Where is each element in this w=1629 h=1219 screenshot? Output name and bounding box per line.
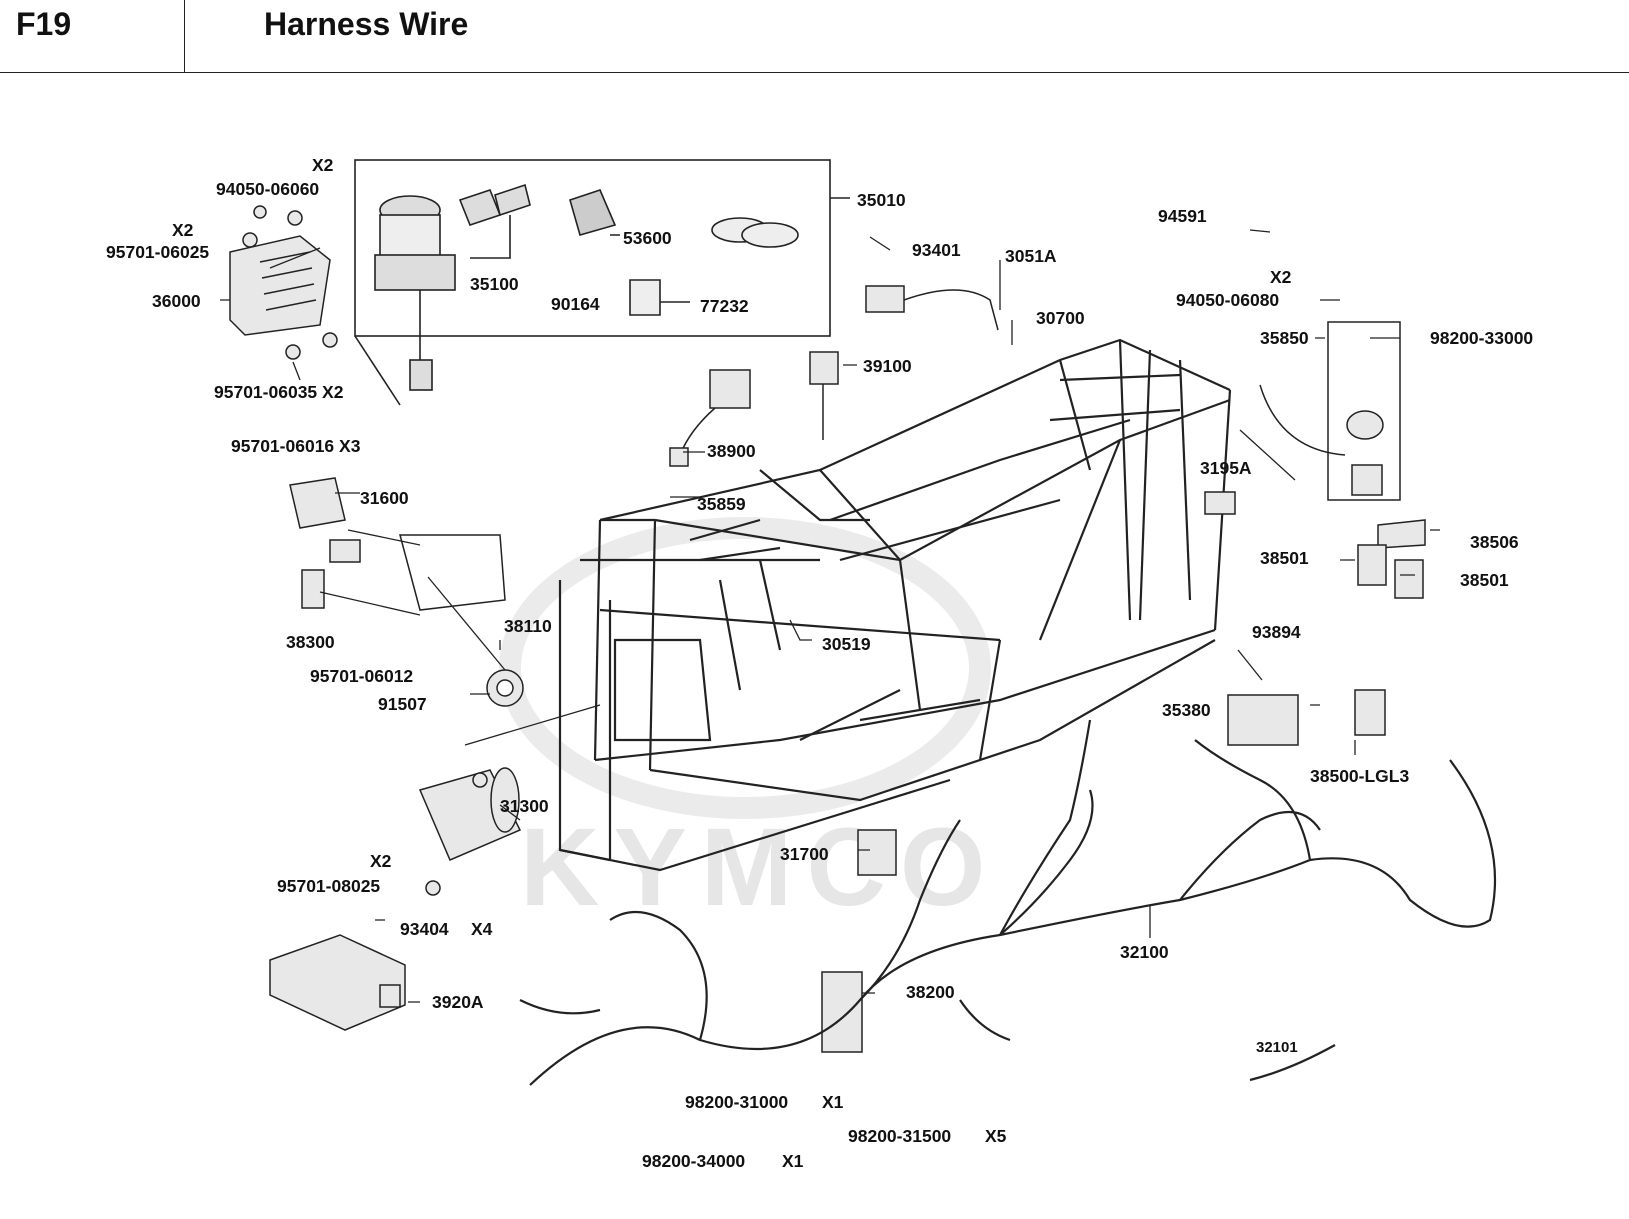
label-77232: 77232	[700, 296, 749, 316]
label-90164: 90164	[551, 294, 600, 314]
label-95701-06035: 95701-06035 X2	[214, 382, 344, 402]
label-98200-33000: 98200-33000	[1430, 328, 1533, 348]
kymco-watermark: KYMCO	[499, 517, 999, 929]
label-x1: X1	[822, 1092, 844, 1112]
label-32101: 32101	[1256, 1039, 1298, 1056]
wire-harness	[519, 719, 1497, 1086]
label-3195A: 3195A	[1200, 458, 1252, 478]
label-93894: 93894	[1252, 622, 1301, 642]
page-header: F19 Harness Wire	[0, 0, 1629, 73]
label-38200: 38200	[906, 982, 955, 1002]
label-94050-06060: 94050-06060	[216, 179, 319, 199]
label-x2: X2	[1270, 267, 1292, 287]
label-30700: 30700	[1036, 308, 1085, 328]
label-94050-06080: 94050-06080	[1176, 290, 1279, 310]
label-x2: X2	[172, 220, 194, 240]
label-38506: 38506	[1470, 532, 1519, 552]
label-93404: 93404	[400, 919, 449, 939]
label-32100: 32100	[1120, 942, 1169, 962]
label-35010: 35010	[857, 190, 906, 210]
label-91507: 91507	[378, 694, 427, 714]
label-35380: 35380	[1162, 700, 1211, 720]
label-x5: X5	[985, 1126, 1007, 1146]
label-31300: 31300	[500, 796, 549, 816]
label-38500-LGL3: 38500-LGL3	[1310, 766, 1409, 786]
label-x2: X2	[370, 851, 392, 871]
label-3051A: 3051A	[1005, 246, 1057, 266]
label-31600: 31600	[360, 488, 409, 508]
label-x4: X4	[471, 919, 493, 939]
label-39100: 39100	[863, 356, 912, 376]
leader-lines	[220, 229, 1440, 1003]
label-x2: X2	[312, 155, 334, 175]
label-31700: 31700	[780, 844, 829, 864]
label-94591: 94591	[1158, 206, 1207, 226]
label-x1: X1	[782, 1151, 804, 1171]
watermark-text: KYMCO	[520, 806, 999, 929]
label-36000: 36000	[152, 291, 201, 311]
label-38900: 38900	[707, 441, 756, 461]
label-38300: 38300	[286, 632, 335, 652]
header-divider	[184, 0, 185, 72]
atv-frame	[558, 338, 1232, 872]
label-35100: 35100	[470, 274, 519, 294]
label-95701-06025: 95701-06025	[106, 242, 209, 262]
label-98200-31000: 98200-31000	[685, 1092, 788, 1112]
label-3920A: 3920A	[432, 992, 484, 1012]
label-98200-31500: 98200-31500	[848, 1126, 951, 1146]
label-38110: 38110	[504, 616, 552, 636]
label-98200-34000: 98200-34000	[642, 1151, 745, 1171]
page-title: Harness Wire	[264, 6, 469, 42]
label-95701-06012: 95701-06012	[310, 666, 413, 686]
section-code: F19	[16, 6, 72, 42]
part-labels: X2 94050-06060 X2 95701-06025 36000 9570…	[106, 155, 1533, 1171]
label-53600: 53600	[623, 228, 672, 248]
label-30519: 30519	[822, 634, 871, 654]
components	[229, 205, 1426, 1053]
label-95701-08025: 95701-08025	[277, 876, 380, 896]
ignition-switch-kit	[354, 159, 850, 406]
label-38501: 38501	[1260, 548, 1309, 568]
label-95701-06016: 95701-06016 X3	[231, 436, 361, 456]
label-38501: 38501	[1460, 570, 1509, 590]
label-35859: 35859	[697, 494, 746, 514]
label-93401: 93401	[912, 240, 961, 260]
label-35850: 35850	[1260, 328, 1309, 348]
